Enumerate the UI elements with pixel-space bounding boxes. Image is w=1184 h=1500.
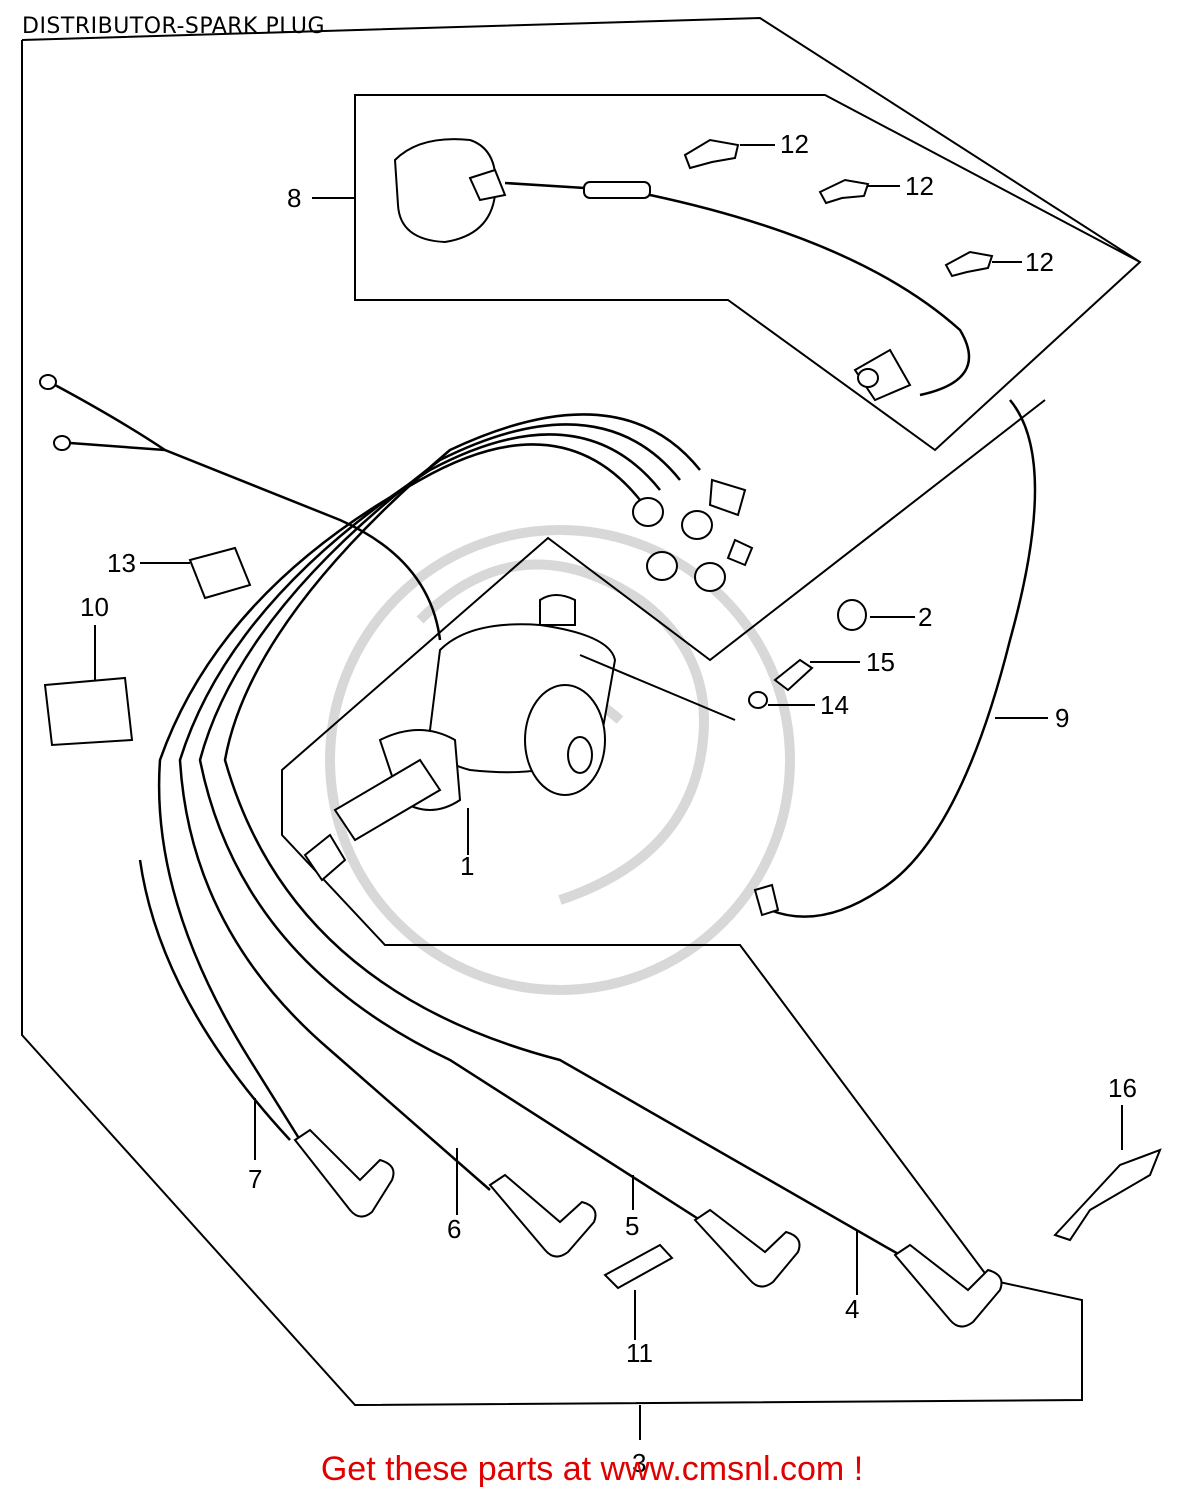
callout-8: 8 — [287, 183, 301, 213]
wire-clip-12 — [683, 138, 994, 278]
spark-plug-caps — [293, 1128, 1003, 1328]
callout-16: 16 — [1108, 1073, 1137, 1103]
sensor-cable-terminal — [753, 883, 780, 917]
high-tension-wires — [138, 413, 901, 1257]
footer-link[interactable]: Get these parts at www.cmsnl.com ! — [320, 1450, 864, 1488]
screw-15 — [773, 658, 814, 692]
callout-12b: 12 — [905, 171, 934, 201]
callout-10: 10 — [80, 592, 109, 622]
callout-14: 14 — [820, 690, 849, 720]
callout-9: 9 — [1055, 703, 1069, 733]
outer-boundary — [21, 16, 1142, 1407]
callout-15: 15 — [866, 647, 895, 677]
callouts: 1 2 3 4 5 6 7 8 9 10 11 12 12 12 13 14 1… — [80, 129, 1137, 1478]
primary-lead — [39, 374, 442, 641]
callout-11: 11 — [626, 1338, 653, 1368]
distributor-assembly — [303, 594, 617, 882]
callout-2: 2 — [918, 602, 932, 632]
clip-11 — [603, 1243, 674, 1290]
callout-4: 4 — [845, 1294, 859, 1324]
callout-1: 1 — [460, 851, 474, 881]
plug-cap-cluster — [632, 478, 754, 592]
plate-10 — [43, 676, 134, 747]
callout-5: 5 — [625, 1211, 639, 1241]
washer-14 — [748, 691, 768, 709]
sensor-cable — [769, 399, 1037, 918]
callout-12a: 12 — [780, 129, 809, 159]
callout-6: 6 — [447, 1214, 461, 1244]
ignition-coil-cap — [393, 138, 971, 402]
spark-plug-16 — [1053, 1148, 1162, 1242]
callout-12c: 12 — [1025, 247, 1054, 277]
cap-2 — [837, 599, 867, 631]
callout-7: 7 — [248, 1164, 262, 1194]
callout-13: 13 — [107, 548, 136, 578]
bracket-13 — [188, 546, 252, 600]
leader-lines — [94, 144, 1123, 1440]
callout-3: 3 — [632, 1448, 646, 1478]
